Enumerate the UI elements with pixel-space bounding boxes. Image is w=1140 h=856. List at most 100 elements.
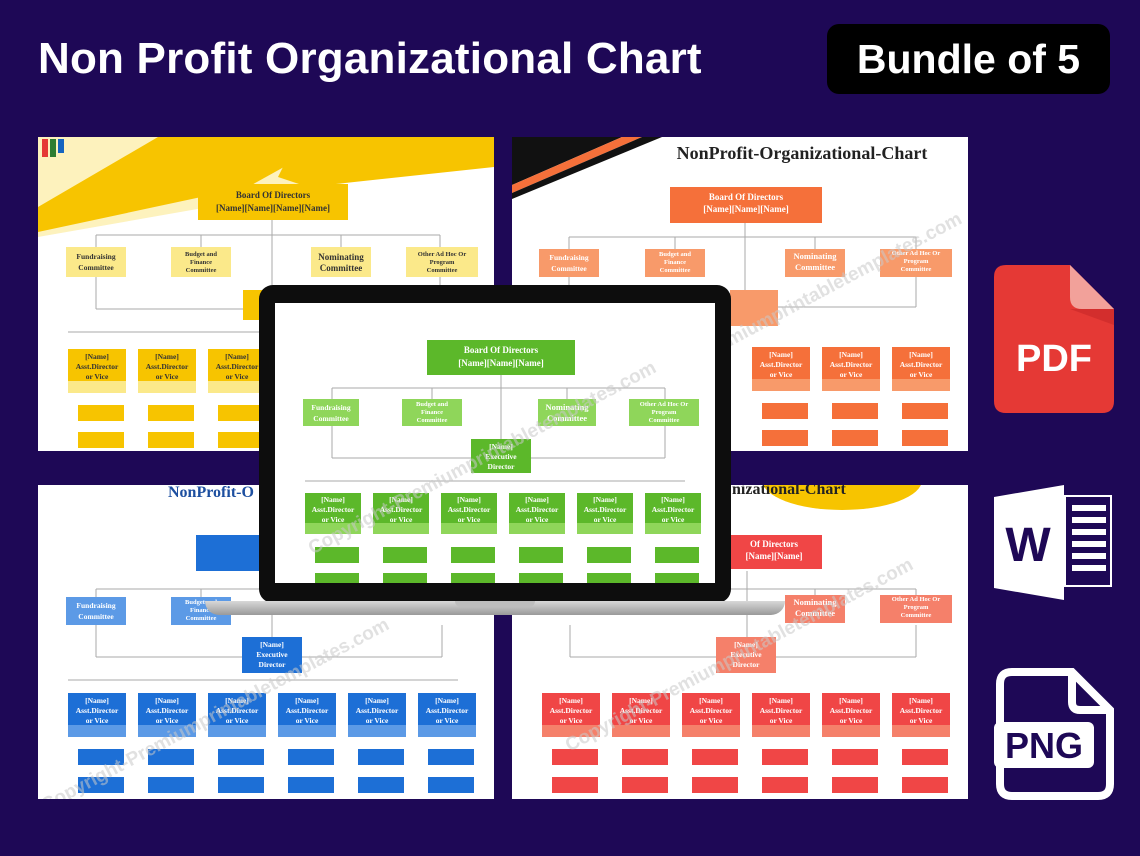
svg-text:[Name][Name][Name]: [Name][Name][Name] bbox=[703, 204, 788, 214]
svg-text:Committee: Committee bbox=[320, 263, 362, 273]
svg-text:Asst.Director: Asst.Director bbox=[830, 360, 873, 369]
svg-text:[Name]: [Name] bbox=[593, 495, 617, 504]
svg-text:Nominating: Nominating bbox=[318, 252, 364, 262]
svg-text:Director: Director bbox=[733, 660, 761, 669]
svg-text:Committee: Committee bbox=[186, 267, 217, 274]
svg-text:Asst.Director: Asst.Director bbox=[76, 362, 119, 371]
svg-text:Other Ad Hoc Or: Other Ad Hoc Or bbox=[892, 250, 941, 257]
svg-text:Committee: Committee bbox=[313, 414, 349, 423]
svg-text:Asst.Director: Asst.Director bbox=[216, 706, 259, 715]
svg-text:or Vice: or Vice bbox=[770, 370, 793, 379]
svg-text:Asst.Director: Asst.Director bbox=[550, 706, 593, 715]
svg-text:or Vice: or Vice bbox=[662, 515, 685, 524]
svg-text:Asst.Director: Asst.Director bbox=[448, 505, 491, 514]
svg-text:Finance: Finance bbox=[190, 607, 212, 614]
svg-text:[Name]: [Name] bbox=[85, 696, 109, 705]
svg-text:[Name]: [Name] bbox=[389, 495, 413, 504]
svg-text:Board Of Directors: Board Of Directors bbox=[464, 345, 539, 355]
chart-title: NonProfit-O bbox=[168, 485, 254, 501]
svg-text:Other Ad Hoc Or: Other Ad Hoc Or bbox=[892, 596, 941, 603]
svg-text:or Vice: or Vice bbox=[86, 372, 109, 381]
svg-text:[Name]: [Name] bbox=[699, 696, 723, 705]
svg-text:Asst.Director: Asst.Director bbox=[146, 362, 189, 371]
chart-title: nizational-Chart bbox=[732, 485, 846, 498]
logo-icon bbox=[42, 139, 64, 157]
svg-text:or Vice: or Vice bbox=[86, 716, 109, 725]
svg-text:Director: Director bbox=[488, 462, 516, 471]
svg-text:Asst.Director: Asst.Director bbox=[356, 706, 399, 715]
svg-text:[Name]: [Name] bbox=[661, 495, 685, 504]
svg-text:[Name]: [Name] bbox=[225, 352, 249, 361]
svg-text:Finance: Finance bbox=[190, 259, 212, 266]
svg-text:Asst.Director: Asst.Director bbox=[286, 706, 329, 715]
svg-text:Committee: Committee bbox=[649, 417, 680, 424]
svg-text:or Vice: or Vice bbox=[840, 716, 863, 725]
svg-text:[Name]: [Name] bbox=[559, 696, 583, 705]
svg-text:[Name]: [Name] bbox=[769, 696, 793, 705]
svg-text:[Name]: [Name] bbox=[225, 696, 249, 705]
svg-text:or Vice: or Vice bbox=[156, 716, 179, 725]
svg-text:Asst.Director: Asst.Director bbox=[690, 706, 733, 715]
svg-text:Asst.Director: Asst.Director bbox=[312, 505, 355, 514]
svg-text:Asst.Director: Asst.Director bbox=[584, 505, 627, 514]
page-title: Non Profit Organizational Chart bbox=[38, 34, 702, 83]
svg-text:Asst.Director: Asst.Director bbox=[830, 706, 873, 715]
svg-text:[Name][Name][Name]: [Name][Name][Name] bbox=[458, 358, 543, 368]
svg-text:or Vice: or Vice bbox=[910, 370, 933, 379]
svg-text:or Vice: or Vice bbox=[390, 515, 413, 524]
svg-text:Budget and: Budget and bbox=[185, 251, 217, 258]
svg-text:or Vice: or Vice bbox=[840, 370, 863, 379]
green-chart-preview: Board Of Directors [Name][Name][Name] Fu… bbox=[275, 303, 715, 583]
svg-text:Asst.Director: Asst.Director bbox=[380, 505, 423, 514]
svg-text:Committee: Committee bbox=[78, 263, 114, 272]
svg-text:or Vice: or Vice bbox=[156, 372, 179, 381]
svg-text:Committee: Committee bbox=[547, 413, 587, 423]
svg-text:[Name]: [Name] bbox=[295, 696, 319, 705]
svg-text:Asst.Director: Asst.Director bbox=[652, 505, 695, 514]
svg-text:Asst.Director: Asst.Director bbox=[146, 706, 189, 715]
svg-text:or Vice: or Vice bbox=[560, 716, 583, 725]
orange-chart-preview: NonProfit-Organizational-Chart Board Of … bbox=[512, 137, 968, 451]
svg-text:Committee: Committee bbox=[551, 264, 587, 273]
svg-text:Of Directors: Of Directors bbox=[750, 539, 799, 549]
svg-text:Asst.Director: Asst.Director bbox=[76, 706, 119, 715]
svg-text:[Name]: [Name] bbox=[457, 495, 481, 504]
bundle-badge: Bundle of 5 bbox=[827, 24, 1110, 94]
svg-text:Asst.Director: Asst.Director bbox=[760, 706, 803, 715]
board-label: Board Of Directors bbox=[236, 190, 311, 200]
svg-text:Asst.Director: Asst.Director bbox=[760, 360, 803, 369]
svg-text:Executive: Executive bbox=[256, 650, 288, 659]
svg-text:Program: Program bbox=[430, 259, 455, 266]
svg-text:Committee: Committee bbox=[78, 612, 114, 621]
svg-text:Finance: Finance bbox=[421, 409, 443, 416]
svg-text:[Name]: [Name] bbox=[909, 350, 933, 359]
svg-text:[Name][Name][Name][Name]: [Name][Name][Name][Name] bbox=[216, 203, 330, 213]
svg-text:Nominating: Nominating bbox=[794, 251, 838, 261]
pdf-icon: PDF bbox=[994, 265, 1114, 415]
svg-text:Asst.Director: Asst.Director bbox=[620, 706, 663, 715]
word-icon: W bbox=[994, 485, 1114, 600]
svg-text:Executive: Executive bbox=[485, 452, 517, 461]
svg-text:Asst.Director: Asst.Director bbox=[900, 360, 943, 369]
svg-text:Asst.Director: Asst.Director bbox=[216, 362, 259, 371]
svg-text:or Vice: or Vice bbox=[770, 716, 793, 725]
svg-text:Board Of Directors: Board Of Directors bbox=[709, 192, 784, 202]
laptop-notch bbox=[455, 601, 535, 607]
svg-text:[Name]: [Name] bbox=[525, 495, 549, 504]
svg-text:[Name]: [Name] bbox=[629, 696, 653, 705]
svg-text:Nominating: Nominating bbox=[546, 402, 590, 412]
laptop-frame: Board Of Directors [Name][Name][Name] Fu… bbox=[259, 285, 731, 603]
svg-text:[Name]: [Name] bbox=[839, 696, 863, 705]
svg-text:Budget and: Budget and bbox=[416, 401, 448, 408]
svg-text:or Vice: or Vice bbox=[436, 716, 459, 725]
svg-text:Committee: Committee bbox=[660, 267, 691, 274]
red-chart-preview: nizational-Chart Of Directors [Name] [Nam… bbox=[512, 485, 968, 799]
svg-text:Asst.Director: Asst.Director bbox=[426, 706, 469, 715]
svg-text:Nominating: Nominating bbox=[794, 597, 838, 607]
svg-text:[Name]: [Name] bbox=[321, 495, 345, 504]
laptop-base bbox=[205, 601, 785, 615]
svg-text:[Name]: [Name] bbox=[260, 640, 284, 649]
svg-text:or Vice: or Vice bbox=[296, 716, 319, 725]
svg-text:Committee: Committee bbox=[795, 608, 835, 618]
svg-text:or Vice: or Vice bbox=[630, 716, 653, 725]
